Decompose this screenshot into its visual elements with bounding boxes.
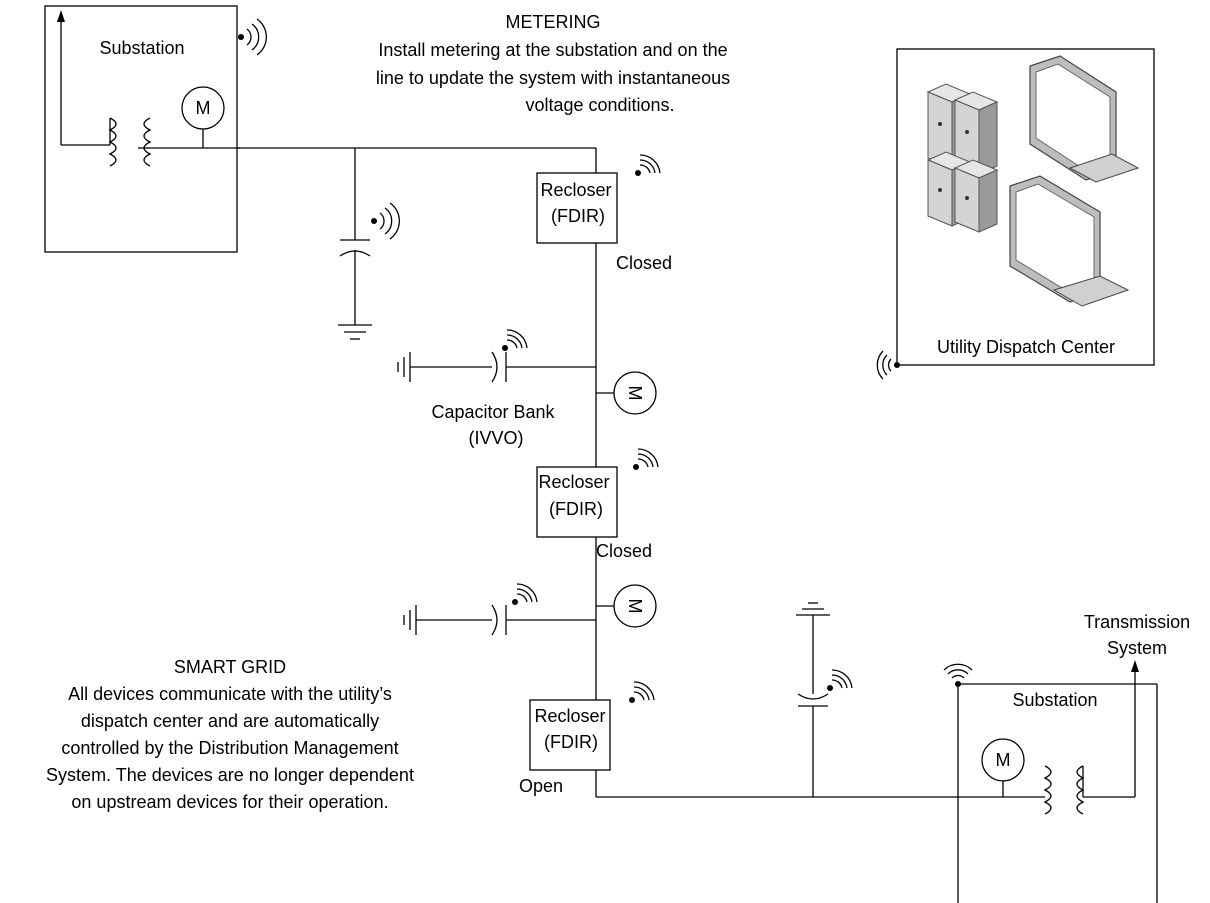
recloser-3-status: Open [519,776,563,796]
monitor-icon [1009,175,1130,307]
smartgrid-text-line2: dispatch center and are automatically [81,711,379,731]
wireless-signal-icon [629,681,655,703]
recloser-2-label-line1: Recloser [538,472,609,492]
capacitor-bank-branch-1 [397,351,596,383]
meter-icon: M [981,738,1025,797]
metering-text-line1: Install metering at the substation and o… [378,40,727,60]
recloser-1-label-line1: Recloser [540,180,611,200]
transformer-icon [1043,765,1135,815]
monitor-icon [1029,55,1140,183]
capacitor-bank-branch-2 [403,604,596,636]
recloser-3-label-line1: Recloser [534,706,605,726]
capacitor-bank-label-line1: Capacitor Bank [431,402,555,422]
meter-icon: M [596,371,657,415]
capacitor-icon [339,148,371,325]
smartgrid-text-line3: controlled by the Distribution Managemen… [61,738,398,758]
metering-text-line3: voltage conditions. [525,95,674,115]
smartgrid-text-line1: All devices communicate with the utility… [68,684,392,704]
wireless-signal-icon [512,583,538,605]
smartgrid-text-line4: System. The devices are no longer depend… [46,765,414,785]
transmission-label-line2: System [1107,638,1167,658]
wireless-signal-icon [943,663,973,687]
wireless-signal-icon [827,669,853,691]
recloser-1-label-line2: (FDIR) [551,206,605,226]
substation-bottom-label: Substation [1012,690,1097,710]
smartgrid-title: SMART GRID [174,657,286,677]
transmission-feed-arrow-top [57,10,110,146]
recloser-2-box [536,466,618,538]
recloser-2-label-line2: (FDIR) [549,499,603,519]
wireless-signal-icon [238,18,267,56]
metering-text-line2: line to update the system with instantan… [376,68,730,88]
wireless-signal-icon [371,202,400,240]
meter-label: M [625,386,645,401]
transmission-feed-arrow-bottom [1131,660,1139,797]
server-icon [926,83,999,233]
recloser-3-label-line2: (FDIR) [544,732,598,752]
smartgrid-text-line5: on upstream devices for their operation. [71,792,388,812]
substation-top-label: Substation [99,38,184,58]
meter-label: M [996,750,1011,770]
substation-bottom-frame [957,683,1158,903]
recloser-2-status: Closed [596,541,652,561]
ground-icon [338,324,372,340]
transformer-icon [108,117,240,167]
capacitor-icon [797,615,829,797]
meter-icon: M [596,584,657,628]
capacitor-bank-label-line2: (IVVO) [468,428,523,448]
metering-title: METERING [505,12,600,32]
recloser-1-box [536,172,618,244]
transmission-label-line1: Transmission [1084,612,1190,632]
wireless-signal-icon [876,350,900,380]
meter-label: M [196,98,211,118]
meter-label: M [625,599,645,614]
wireless-signal-icon [635,154,661,176]
recloser-1-status: Closed [616,253,672,273]
wireless-signal-icon [633,448,659,470]
ground-icon [796,602,830,616]
meter-icon: M [181,86,225,148]
recloser-3-box [529,699,611,771]
wireless-signal-icon [502,329,528,351]
dispatch-center-label: Utility Dispatch Center [937,337,1115,357]
